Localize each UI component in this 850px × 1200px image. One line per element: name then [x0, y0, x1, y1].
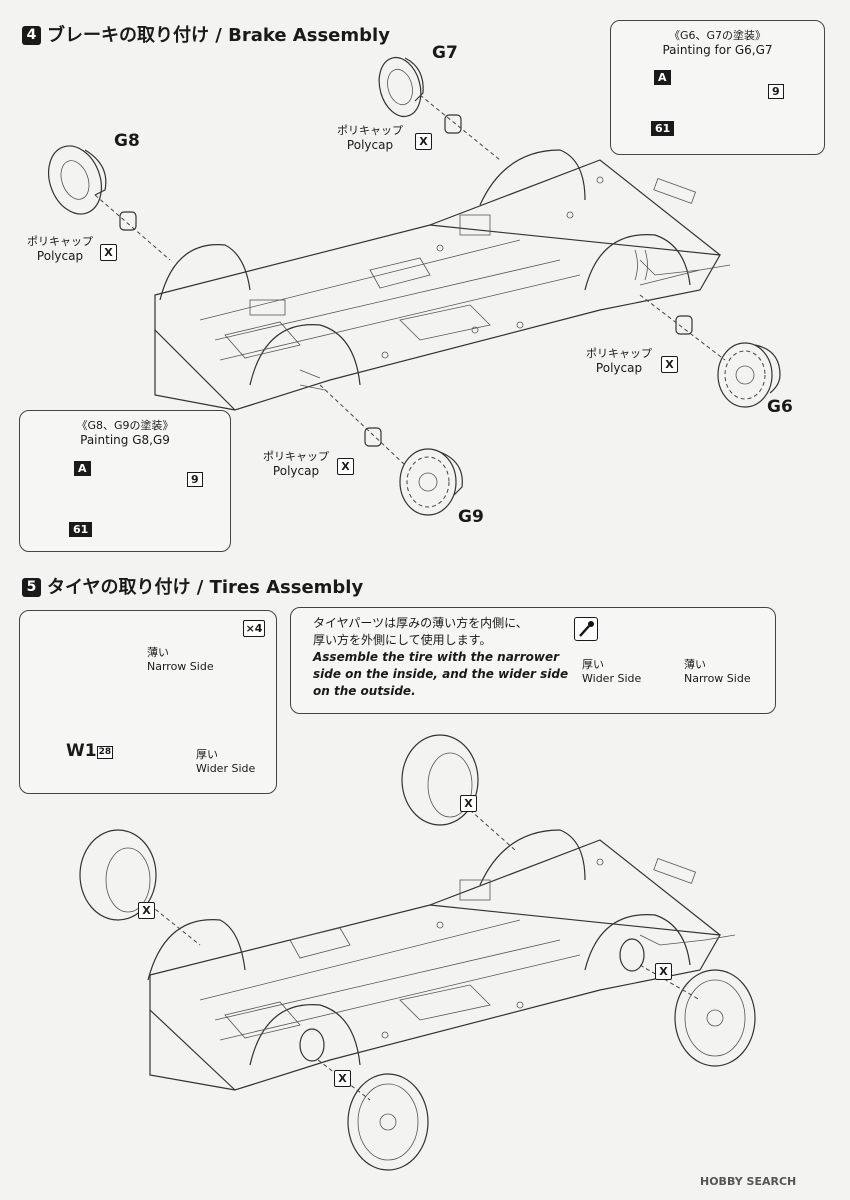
polycap-label-g6: ポリキャップ Polycap	[586, 347, 652, 375]
x-badge-icon: X	[460, 795, 477, 812]
paint-tag-9: 9	[187, 472, 203, 487]
paint-tag-a: A	[74, 461, 91, 476]
x-badge-icon: X	[415, 133, 432, 150]
brake-disc-g7	[378, 56, 424, 118]
note-en-line-2: side on the inside, and the wider side	[313, 667, 569, 681]
brake-disc-g8	[48, 145, 107, 215]
wide-en: Wider Side	[196, 762, 256, 775]
paint-tag-61: 61	[69, 522, 93, 537]
paint-box-title-en: Painting for G6,G7	[662, 43, 773, 57]
narrow-en: Narrow Side	[147, 660, 214, 673]
note-jp-line-2: 厚い方を外側にして使用します。	[313, 633, 492, 647]
note-wide-jp: 厚い	[582, 658, 604, 671]
polycap-g8	[119, 211, 137, 231]
polycap-en: Polycap	[272, 464, 320, 478]
x-badge-icon: X	[138, 902, 155, 919]
chassis-step5	[147, 829, 736, 1091]
narrow-jp: 薄い	[147, 646, 169, 659]
step4-number: 4	[22, 26, 41, 45]
polycap-jp: ポリキャップ	[586, 347, 652, 360]
x-badge-icon: X	[661, 356, 678, 373]
x-badge-icon: X	[655, 963, 672, 980]
wide-jp: 厚い	[196, 748, 218, 761]
step5-title-text: タイヤの取り付け / Tires Assembly	[47, 577, 364, 598]
tire-detail-box	[19, 610, 277, 794]
polycap-jp: ポリキャップ	[263, 450, 329, 463]
polycap-label-g7: ポリキャップ Polycap	[337, 124, 403, 152]
paint-box-g6-g7: 《G6、G7の塗装》 Painting for G6,G7	[610, 20, 825, 155]
note-narrow-en: Narrow Side	[684, 672, 751, 685]
x-badge-icon: X	[337, 458, 354, 475]
polycap-en: Polycap	[346, 138, 394, 152]
note-wide-label: 厚い Wider Side	[582, 658, 641, 686]
wheel-part-id: W1	[66, 741, 97, 761]
part-label-g7: G7	[432, 43, 458, 63]
polycap-g9	[364, 427, 382, 447]
tire-rear-right	[401, 734, 516, 851]
polycap-en: Polycap	[595, 361, 643, 375]
x-badge-icon: X	[334, 1070, 351, 1087]
x-badge-icon: X	[100, 244, 117, 261]
hobbysearch-logo: HOBBY SEARCH	[700, 1175, 797, 1188]
paint-tag-61: 61	[651, 121, 675, 136]
note-narrow-label: 薄い Narrow Side	[684, 658, 751, 686]
part-label-g6: G6	[767, 397, 793, 417]
tire-note-box	[290, 607, 776, 714]
polycap-jp: ポリキャップ	[337, 124, 403, 137]
brake-disc-g6	[717, 342, 781, 408]
part-label-g8: G8	[114, 131, 140, 151]
polycap-label-g8: ポリキャップ Polycap	[27, 235, 93, 263]
polycap-en: Polycap	[36, 249, 84, 263]
step4-title: 4 ブレーキの取り付け / Brake Assembly	[22, 21, 390, 47]
step5-number: 5	[22, 578, 41, 597]
wide-label: 厚い Wider Side	[196, 748, 255, 776]
part-label-g9: G9	[458, 507, 484, 527]
chassis-step4	[154, 149, 731, 411]
tire-note-text: タイヤパーツは厚みの薄い方を内側に、 厚い方を外側にして使用します。 Assem…	[313, 615, 593, 700]
paint-box-title-jp: 《G6、G7の塗装》	[668, 29, 767, 42]
polycap-jp: ポリキャップ	[27, 235, 93, 248]
paint-box-title-en: Painting G8,G9	[80, 433, 170, 447]
narrow-label: 薄い Narrow Side	[147, 646, 214, 674]
wheel-part-sub: 28	[96, 746, 114, 759]
note-wide-en: Wider Side	[582, 672, 642, 685]
tire-front-right	[639, 964, 756, 1067]
brush-icon	[574, 617, 598, 641]
step4-title-text: ブレーキの取り付け / Brake Assembly	[47, 25, 390, 46]
note-en-line-1: Assemble the tire with the narrower	[313, 650, 560, 664]
paint-tag-9: 9	[768, 84, 784, 99]
quantity-badge: ×4	[243, 620, 265, 637]
paint-tag-a: A	[654, 70, 671, 85]
note-en-line-3: on the outside.	[313, 684, 416, 698]
note-narrow-jp: 薄い	[684, 658, 706, 671]
paint-box-title-jp: 《G8、G9の塗装》	[76, 419, 174, 432]
step5-title: 5 タイヤの取り付け / Tires Assembly	[22, 573, 363, 599]
polycap-g7	[444, 114, 462, 134]
polycap-g6	[675, 315, 693, 335]
tire-front-left	[317, 1059, 429, 1171]
brake-disc-g9	[399, 448, 463, 516]
polycap-label-g9: ポリキャップ Polycap	[263, 450, 329, 478]
tire-rear-left	[79, 829, 201, 946]
note-jp-line-1: タイヤパーツは厚みの薄い方を内側に、	[313, 616, 528, 630]
